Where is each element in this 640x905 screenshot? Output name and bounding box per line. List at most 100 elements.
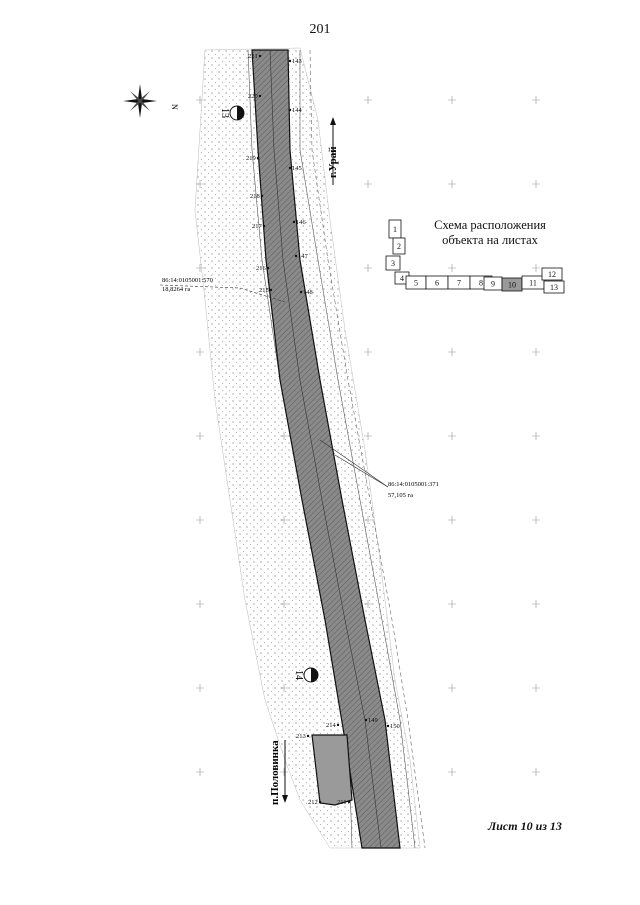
grid-cross bbox=[448, 516, 456, 524]
point-label-l-3: 218 bbox=[250, 193, 260, 200]
leader-371b bbox=[334, 454, 389, 488]
grid-cross bbox=[532, 432, 540, 440]
circle-label-14: 14 bbox=[293, 670, 304, 680]
circle-label-13: 13 bbox=[219, 108, 230, 118]
point-label-l-9: 212 bbox=[308, 799, 318, 806]
parcel-area-570: 18,8264 га bbox=[162, 286, 190, 293]
scheme-sheet-box-3 bbox=[385, 255, 401, 271]
grid-cross bbox=[196, 432, 204, 440]
point-marker-r-5 bbox=[299, 290, 303, 294]
scheme-sheet-label-2: 2 bbox=[397, 242, 401, 251]
grid-cross bbox=[364, 432, 372, 440]
point-marker-l-3 bbox=[260, 194, 264, 198]
point-label-l-10: 211 bbox=[337, 799, 347, 806]
grid-cross bbox=[448, 180, 456, 188]
grid-cross bbox=[448, 96, 456, 104]
point-marker-r-6 bbox=[364, 718, 368, 722]
point-label-r-1: 144 bbox=[292, 107, 303, 114]
scheme-sheet-box-2 bbox=[392, 237, 406, 255]
circle-marker-13 bbox=[229, 105, 245, 121]
point-marker-r-7 bbox=[386, 724, 390, 728]
grid-cross bbox=[532, 516, 540, 524]
grid-cross bbox=[448, 348, 456, 356]
point-marker-l-1 bbox=[258, 94, 262, 98]
point-marker-l-5 bbox=[266, 266, 270, 270]
road-label-south: п.Половинка bbox=[269, 740, 281, 805]
point-marker-l-0 bbox=[258, 54, 262, 58]
grid-cross bbox=[448, 684, 456, 692]
grid-cross bbox=[364, 96, 372, 104]
scheme-sheet-label-10: 10 bbox=[508, 281, 516, 290]
grid-cross bbox=[196, 516, 204, 524]
point-marker-r-3 bbox=[292, 220, 296, 224]
point-label-l-1: 220 bbox=[248, 93, 258, 100]
grid-cross bbox=[196, 684, 204, 692]
parcel-polygon bbox=[311, 734, 353, 806]
north-label: N bbox=[170, 104, 179, 110]
scheme-sheet-label-9: 9 bbox=[491, 280, 495, 289]
scheme-sheet-box-12 bbox=[541, 267, 563, 281]
point-label-l-2: 219 bbox=[246, 155, 256, 162]
leader-371 bbox=[319, 439, 389, 488]
point-marker-l-6 bbox=[269, 288, 273, 292]
scheme-title: Схема расположения объекта на листах bbox=[420, 218, 560, 248]
scheme-sheet-label-13: 13 bbox=[550, 283, 558, 292]
scheme-sheet-label-8: 8 bbox=[479, 279, 483, 288]
point-label-l-7: 214 bbox=[326, 722, 337, 729]
page-number: 201 bbox=[309, 22, 331, 37]
point-label-r-7: 150 bbox=[390, 723, 400, 730]
grid-cross bbox=[364, 348, 372, 356]
grid-cross bbox=[196, 768, 204, 776]
circle-marker-14 bbox=[303, 667, 319, 683]
point-label-r-2: 145 bbox=[292, 165, 302, 172]
parcel-id-371: 86:14:0105001:371 bbox=[388, 481, 439, 488]
point-label-l-6: 215 bbox=[259, 287, 269, 294]
grid-cross bbox=[532, 96, 540, 104]
scheme-sheet-label-4: 4 bbox=[400, 274, 404, 283]
grid-cross bbox=[364, 264, 372, 272]
point-label-r-5: 148 bbox=[303, 289, 313, 296]
grid-cross bbox=[448, 768, 456, 776]
scheme-sheet-box-13 bbox=[543, 280, 565, 294]
grid-cross bbox=[532, 348, 540, 356]
point-label-l-0: 221 bbox=[248, 53, 258, 60]
road-centerline bbox=[269, 49, 382, 849]
grid-cross bbox=[280, 768, 288, 776]
grid-cross bbox=[532, 684, 540, 692]
dashed-line bbox=[309, 49, 426, 849]
point-marker-l-10 bbox=[347, 800, 351, 804]
grid-cross bbox=[448, 432, 456, 440]
point-marker-l-8 bbox=[306, 734, 310, 738]
parcel-area-371: 57,105 га bbox=[388, 492, 413, 499]
boundary-line-right bbox=[299, 50, 416, 849]
grid-cross bbox=[532, 600, 540, 608]
point-label-r-6: 149 bbox=[368, 717, 378, 724]
grid-cross bbox=[448, 600, 456, 608]
grid-cross bbox=[532, 768, 540, 776]
road-strip bbox=[251, 49, 401, 849]
point-marker-l-4 bbox=[262, 224, 266, 228]
grid-cross bbox=[532, 180, 540, 188]
point-marker-l-7 bbox=[336, 723, 340, 727]
point-label-r-4: 147 bbox=[298, 253, 309, 260]
scheme-sheet-label-3: 3 bbox=[391, 259, 395, 268]
point-label-r-3: 146 bbox=[296, 219, 307, 226]
parcel-id-570: 86:14:0105001:570 bbox=[162, 277, 213, 284]
grid-cross bbox=[448, 264, 456, 272]
point-label-r-0: 143 bbox=[292, 58, 302, 65]
grid-cross bbox=[196, 600, 204, 608]
sheet-label: Лист 10 из 13 bbox=[488, 819, 562, 833]
scheme-title-line2: объекта на листах bbox=[442, 233, 538, 247]
point-label-l-5: 216 bbox=[256, 265, 267, 272]
grid-cross bbox=[532, 264, 540, 272]
point-label-l-8: 213 bbox=[296, 733, 306, 740]
scheme-sheet-label-12: 12 bbox=[548, 270, 556, 279]
scheme-sheet-label-11: 11 bbox=[529, 279, 537, 288]
scheme-sheet-label-7: 7 bbox=[457, 279, 461, 288]
scheme-sheet-label-6: 6 bbox=[435, 279, 439, 288]
scheme-sheet-label-5: 5 bbox=[414, 279, 418, 288]
leader-570 bbox=[159, 284, 286, 303]
point-marker-r-2 bbox=[288, 166, 292, 170]
grid-cross bbox=[364, 180, 372, 188]
